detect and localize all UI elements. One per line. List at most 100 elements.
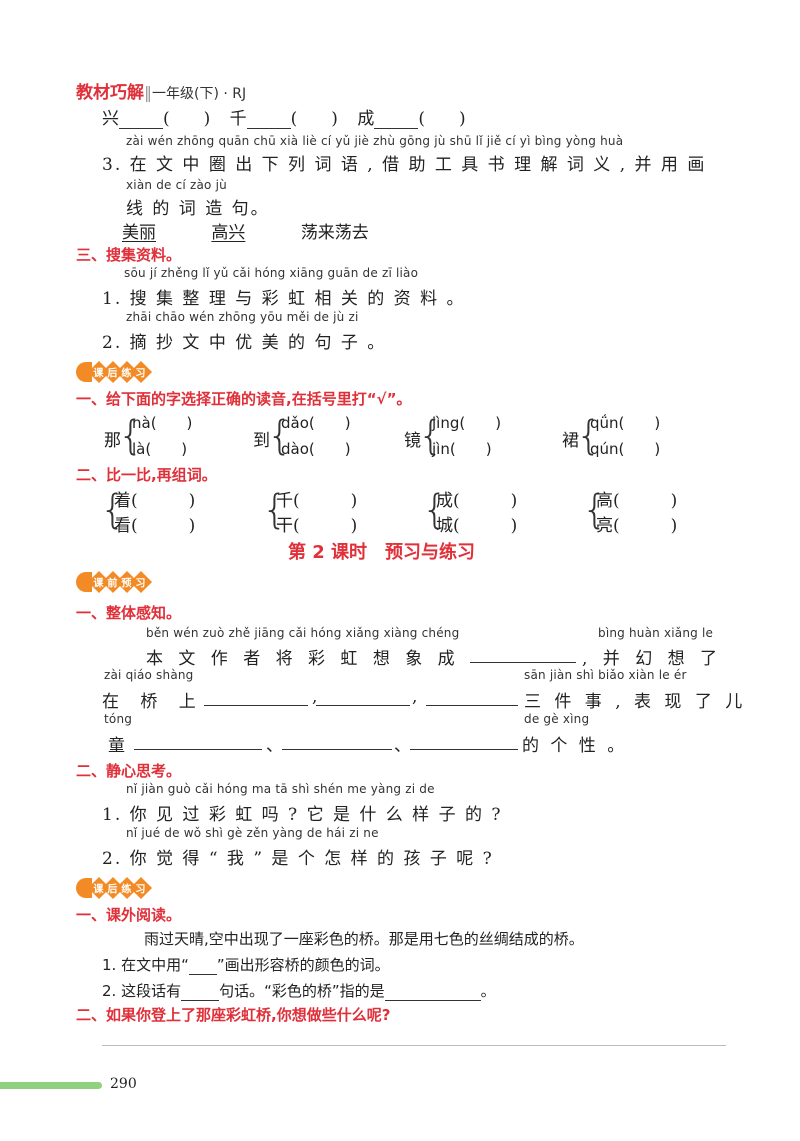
brace-icon: { [267,413,293,459]
pause-mark: 、 [266,736,285,756]
header: 教材巧解‖一年级(下) · RJ [76,78,246,103]
preview-line-2a: 在 桥 上 [102,692,204,712]
fill-line: 兴 ( ) 千 ( ) 成 ( ) [102,104,466,129]
word-item: 美丽 [122,223,156,243]
option-b[interactable]: jìn( ) [432,440,492,458]
pinyin-line: zài qiáo shàng [104,668,194,682]
pinyin-line: de gè xìng [524,712,590,726]
compare-b[interactable]: 看( ) [114,516,196,536]
preview-line-3b: 的 个 性 。 [522,736,628,756]
answer-blank[interactable] [384,984,481,1001]
comma: , [312,687,320,707]
group-char: 裙 [562,431,581,451]
header-dot: · [218,86,233,102]
question-3-cont: 线 的 词 造 句。 [126,199,270,219]
answer-blank[interactable] [470,662,576,663]
question-3: 3. 在 文 中 圈 出 下 列 词 语 , 借 助 工 具 书 理 解 词 义… [102,155,707,175]
answer-blank[interactable] [282,749,392,750]
answer-line[interactable] [102,1045,726,1046]
compare-b[interactable]: 干( ) [276,516,358,536]
answer-blank[interactable] [181,984,220,1001]
pinyin-line: zhāi chāo wén zhōng yōu měi de jù zi [126,310,359,324]
preview-line-1: 本 文 作 者 将 彩 虹 想 象 成 [146,649,460,669]
group-char: 到 [253,431,272,451]
word-list: 美丽 高兴 荡来荡去 [122,218,369,243]
compare-a[interactable]: 千( ) [276,491,358,511]
pause-mark: 、 [394,736,413,756]
brace-icon: { [262,487,288,533]
paren[interactable]: ( ) [163,109,211,129]
preview-line-1-end: , 并 幻 想 了 [582,649,723,669]
paren[interactable]: ( ) [290,109,338,129]
exercise-1-title: 一、给下面的字选择正确的读音,在括号里打“√”。 [76,390,412,408]
compare-a[interactable]: 成( ) [436,491,518,511]
think-q1: 1. 你 见 过 彩 虹 吗 ? 它 是 什 么 样 子 的 ? [102,805,503,825]
brace-icon: { [582,487,608,533]
exercise-2-title: 二、比一比,再组词。 [76,466,217,484]
pinyin-line: sān jiàn shì biǎo xiàn le ér [524,668,687,682]
brace-icon: { [418,413,444,459]
pinyin-line: nǐ jué de wǒ shì gè zěn yàng de hái zi n… [126,826,379,840]
before-class-badge: 课 前 预 习 [76,570,153,594]
page-number: 290 [110,1076,137,1092]
compare-a[interactable]: 着( ) [114,491,196,511]
task-2: 2. 摘 抄 文 中 优 美 的 句 子 。 [102,333,387,353]
think-q2: 2. 你 觉 得 “ 我 ” 是 个 怎 样 的 孩 子 呢 ? [102,849,494,869]
header-separator: ‖ [144,83,152,102]
lesson-title: 第 2 课时 预习与练习 [288,542,476,563]
answer-blank[interactable] [134,749,262,750]
preview-2-title: 二、静心思考。 [76,762,182,780]
fill-char: 千 [229,109,247,129]
reading-q1: 1. 在文中用“”画出形容桥的颜色的词。 [102,956,390,975]
preview-line-3a: 童 [108,736,127,756]
pinyin-line: bìng huàn xiǎng le [598,626,714,640]
reading-q2: 2. 这段话有句话。“彩色的桥”指的是。 [102,982,496,1001]
grade-label: 一年级(下) [152,86,219,102]
answer-blank[interactable] [316,705,410,706]
line-style-blank[interactable] [188,958,217,975]
brace-icon: { [422,487,448,533]
brace-icon: { [100,487,126,533]
task-1: 1. 搜 集 整 理 与 彩 虹 相 关 的 资 料 。 [102,289,466,309]
after-class-badge: 课 后 练 习 [76,876,153,900]
compare-b[interactable]: 亮( ) [596,516,678,536]
answer-blank[interactable] [204,705,308,706]
final-question-title: 二、如果你登上了那座彩虹桥,你想做些什么呢? [76,1006,391,1024]
compare-b[interactable]: 城( ) [436,516,518,536]
pinyin-line: nǐ jiàn guò cǎi hóng ma tā shì shén me y… [126,782,435,796]
fill-char: 兴 [102,109,119,129]
option-a[interactable]: dǎo( ) [281,414,351,432]
reading-passage: 雨过天晴,空中出现了一座彩色的桥。那是用七色的丝绸结成的桥。 [144,930,584,948]
fill-char: 成 [357,109,375,129]
preview-line-2b: 三 件 事 , 表 现 了 儿 [524,692,747,712]
edition-label: RJ [232,86,247,102]
section-3-title: 三、搜集资料。 [76,246,182,264]
answer-blank[interactable] [426,705,518,706]
footer-bar [0,1082,102,1089]
option-a[interactable]: nà( ) [132,414,193,432]
brace-icon: { [576,413,602,459]
word-item: 高兴 [211,223,246,243]
compare-a[interactable]: 高( ) [596,491,678,511]
brace-icon: { [118,413,144,459]
pinyin-line: zài wén zhōng quān chū xià liè cí yǔ jiè… [126,134,624,148]
reading-title: 一、课外阅读。 [76,906,182,924]
comma: , [412,687,420,707]
pinyin-line: běn wén zuò zhě jiāng cǎi hóng xiǎng xià… [146,626,460,640]
option-b[interactable]: qún( ) [590,440,661,458]
preview-1-title: 一、整体感知。 [76,604,182,622]
fill-blank[interactable] [246,112,291,129]
brand-title: 教材巧解 [76,83,144,103]
group-char: 镜 [404,431,423,451]
option-b[interactable]: dào( ) [281,440,351,458]
fill-blank[interactable] [119,112,163,129]
pinyin-line: xiàn de cí zào jù [126,178,227,192]
option-a[interactable]: qǘn( ) [590,414,661,432]
answer-blank[interactable] [410,749,518,750]
word-item: 荡来荡去 [300,223,369,243]
option-a[interactable]: jìng( ) [432,414,502,432]
paren[interactable]: ( ) [418,109,466,129]
pinyin-line: tóng [104,712,133,726]
fill-blank[interactable] [374,112,419,129]
option-b[interactable]: là( ) [132,440,188,458]
